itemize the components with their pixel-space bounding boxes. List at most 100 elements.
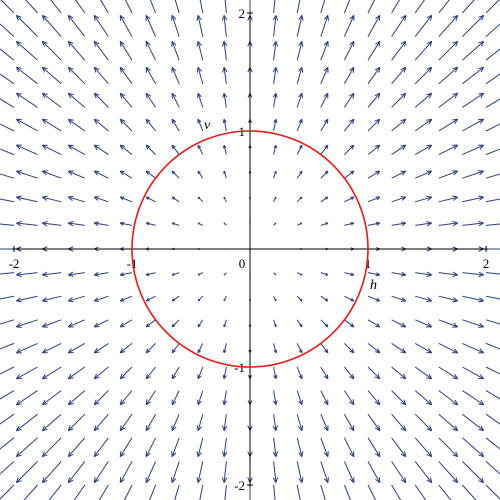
field-arrow xyxy=(15,66,38,85)
field-arrow xyxy=(23,484,38,500)
field-arrow xyxy=(98,484,109,500)
field-arrow xyxy=(67,92,86,108)
field-arrow xyxy=(438,118,459,132)
field-arrow xyxy=(0,295,15,300)
field-arrow xyxy=(414,92,433,108)
field-arrow xyxy=(462,118,485,132)
field-arrow xyxy=(485,390,500,400)
field-arrow xyxy=(174,0,180,14)
field-arrow xyxy=(296,170,303,179)
field-arrow xyxy=(42,271,62,278)
field-arrow xyxy=(67,195,85,203)
field-arrow xyxy=(320,295,329,302)
field-arrow xyxy=(119,170,133,179)
field-arrow xyxy=(391,92,407,108)
field-arrow xyxy=(320,319,329,328)
field-arrow xyxy=(391,144,407,156)
field-arrow xyxy=(15,461,38,484)
field-arrow xyxy=(438,220,458,227)
field-arrow xyxy=(222,414,228,431)
field-arrow xyxy=(224,484,227,500)
field-arrow xyxy=(197,272,204,276)
field-arrow xyxy=(462,14,485,37)
field-arrow xyxy=(223,222,227,226)
field-arrow xyxy=(171,170,180,179)
field-arrow xyxy=(0,319,15,325)
field-arrow xyxy=(438,92,459,108)
field-arrow xyxy=(41,170,62,179)
field-arrow xyxy=(415,221,432,227)
field-arrow xyxy=(197,222,204,226)
field-arrow xyxy=(196,15,204,37)
field-arrow xyxy=(414,390,433,406)
field-arrow xyxy=(391,196,407,203)
field-arrow xyxy=(41,14,62,37)
field-arrow xyxy=(67,118,86,132)
field-arrow xyxy=(50,0,62,14)
field-arrow xyxy=(462,144,485,156)
field-arrow xyxy=(343,40,355,61)
field-arrow xyxy=(0,390,15,400)
field-arrow xyxy=(485,48,500,61)
field-arrow xyxy=(48,484,62,500)
field-arrow xyxy=(67,295,85,303)
field-arrow xyxy=(171,295,180,302)
field-arrow xyxy=(320,390,329,406)
field-arrow xyxy=(391,295,407,302)
field-arrow xyxy=(438,144,459,156)
field-arrow xyxy=(273,366,278,380)
field-arrow xyxy=(145,118,156,132)
field-arrow xyxy=(197,366,204,380)
field-arrow xyxy=(119,40,133,61)
field-arrow xyxy=(438,413,459,432)
field-arrow xyxy=(438,484,452,500)
field-arrow xyxy=(222,144,227,155)
field-arrow xyxy=(15,14,38,37)
field-arrow xyxy=(68,271,85,277)
y-tick-label: -2 xyxy=(234,478,245,493)
field-arrow xyxy=(149,0,157,14)
field-arrow xyxy=(145,295,156,302)
field-arrow xyxy=(223,295,227,302)
field-arrow xyxy=(16,170,38,179)
field-arrow xyxy=(296,484,301,500)
field-arrow xyxy=(171,319,180,328)
field-arrow xyxy=(273,272,277,276)
field-arrow xyxy=(414,366,433,380)
field-arrow xyxy=(221,461,228,483)
field-arrow xyxy=(93,342,109,354)
field-arrow xyxy=(343,14,355,37)
field-arrow xyxy=(199,0,204,14)
field-arrow xyxy=(485,319,500,325)
field-arrow xyxy=(391,170,407,179)
field-arrow xyxy=(67,366,86,380)
field-arrow xyxy=(222,390,228,406)
field-arrow xyxy=(415,271,432,277)
field-arrow xyxy=(344,319,355,328)
field-arrow xyxy=(119,92,133,108)
field-arrow xyxy=(343,461,355,484)
field-arrow xyxy=(343,484,351,500)
field-arrow xyxy=(124,0,133,14)
field-arrow xyxy=(93,92,109,108)
field-arrow xyxy=(0,437,15,450)
field-arrow xyxy=(0,98,15,108)
field-arrow xyxy=(367,413,381,432)
field-arrow xyxy=(438,366,459,380)
field-arrow xyxy=(273,295,277,302)
field-arrow xyxy=(367,66,381,85)
field-arrow xyxy=(197,390,204,406)
field-arrow xyxy=(438,195,458,203)
field-arrow xyxy=(462,319,484,328)
field-arrow xyxy=(16,295,38,303)
field-arrow xyxy=(320,484,326,500)
field-arrow xyxy=(0,23,15,37)
field-arrow xyxy=(0,366,15,375)
field-arrow xyxy=(296,118,303,132)
field-arrow xyxy=(391,40,407,61)
field-arrow xyxy=(15,144,38,156)
field-arrow xyxy=(391,366,407,380)
field-arrow xyxy=(196,437,204,457)
field-arrow xyxy=(414,342,433,354)
field-arrow xyxy=(296,295,303,302)
